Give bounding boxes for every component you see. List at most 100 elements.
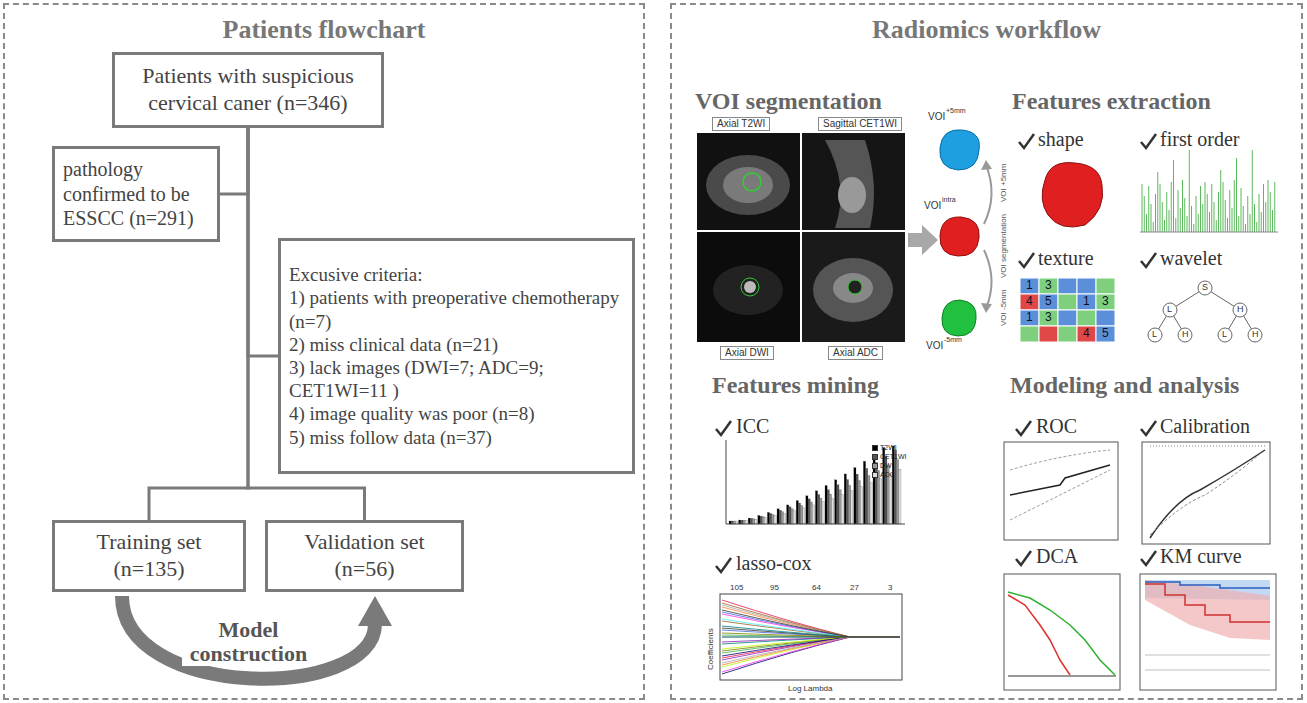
histogram-bar [1256, 222, 1257, 232]
bar [839, 490, 841, 524]
bar-chart [729, 446, 901, 524]
histogram-bar [1247, 196, 1248, 232]
box-text: Validation set (n=56) [276, 529, 453, 583]
bar [870, 483, 872, 524]
legend-swatch [872, 472, 878, 478]
histogram-bar [1261, 212, 1262, 232]
coefficient-path [722, 637, 900, 667]
histogram-bar [1270, 192, 1271, 232]
dca-curve [1008, 592, 1115, 675]
histogram-bar [1198, 214, 1199, 232]
bar [741, 520, 743, 524]
bar [801, 505, 803, 524]
legend-text: CET1WI [880, 453, 906, 461]
box-text: Excusive criteria: [289, 263, 624, 286]
histogram [1142, 150, 1275, 232]
histogram-bar [1207, 194, 1208, 232]
bar [818, 494, 820, 524]
coefficient-path [722, 637, 900, 638]
histogram-bar [1218, 192, 1219, 232]
item-label: wavelet [1160, 247, 1222, 270]
curved-arrow [984, 250, 992, 308]
bar [868, 476, 870, 524]
grid-cell [1058, 310, 1077, 326]
bar [784, 513, 786, 524]
small-label: 1 [1026, 311, 1033, 325]
bar [750, 518, 752, 524]
histogram-bar [1268, 180, 1269, 232]
coefficient-path [722, 612, 900, 637]
coefficient-path [722, 605, 900, 637]
coefficient-path [722, 637, 900, 663]
histogram-bar [1153, 222, 1154, 232]
histogram-bar [1166, 192, 1167, 232]
histogram-bar [1254, 204, 1255, 232]
histogram-bar [1245, 224, 1246, 232]
small-label: 4 [1026, 295, 1033, 309]
coefficient-path [722, 637, 900, 656]
histogram-bar [1187, 216, 1188, 232]
box-text: 5) miss follow data (n=37) [289, 426, 624, 449]
small-label: 105 [730, 583, 743, 592]
legend-swatch [872, 445, 878, 451]
histogram-bar [1142, 184, 1143, 232]
item-label: lasso-cox [736, 552, 812, 575]
histogram-bar [1265, 202, 1266, 232]
histogram-bar [1151, 204, 1152, 232]
legend-swatch [872, 454, 878, 460]
plot-frame [1004, 442, 1118, 540]
bar [743, 520, 745, 524]
histogram-bar [1259, 194, 1260, 232]
histogram-bar [1169, 210, 1170, 232]
histogram-bar [1236, 158, 1237, 232]
grid-cell [1058, 294, 1077, 310]
axis [726, 440, 905, 524]
bar [787, 505, 789, 524]
coefficient-path [722, 637, 900, 672]
histogram-bar [1178, 190, 1179, 232]
box-text: 2) miss clinical data (n=21) [289, 333, 624, 356]
section-heading: Features extraction [1012, 88, 1211, 116]
texture-grid [1020, 278, 1115, 342]
bar [827, 490, 829, 524]
legend-text: DWI [880, 462, 894, 470]
mri-detail [744, 281, 756, 293]
grid-cell [1096, 294, 1115, 310]
small-label: VOI +5mm [999, 164, 1008, 202]
box-text: 4) image quality was poor (n=8) [289, 402, 624, 425]
histogram-bar [1164, 220, 1165, 232]
process-arrow [908, 225, 938, 255]
bar [822, 502, 824, 524]
grid-cell [1077, 326, 1096, 342]
mri-detail [833, 273, 873, 303]
bar [841, 495, 843, 524]
histogram-bar [1200, 186, 1201, 232]
histogram-bar [1157, 172, 1158, 232]
histogram-bar [1234, 180, 1235, 232]
arrow-head [981, 303, 992, 313]
small-label: L [1222, 329, 1227, 339]
coefficient-path [722, 607, 900, 637]
bar [779, 510, 781, 524]
small-label: 95 [770, 583, 779, 592]
bar [899, 469, 901, 524]
mri-image [802, 232, 905, 342]
item-label: shape [1038, 128, 1084, 151]
box-text: 3) lack images (DWI=7; ADC=9; CET1WI=11 … [289, 356, 624, 402]
bar [894, 450, 896, 524]
zero-line [722, 637, 900, 638]
coefficient-path [722, 637, 900, 674]
histogram-bar [1193, 224, 1194, 232]
bar [889, 474, 891, 524]
bar [774, 516, 776, 524]
box-text: 1) patients with preoperative chemothera… [289, 286, 624, 332]
wavelet-tree [1148, 281, 1262, 342]
bar [796, 501, 798, 524]
bar [866, 468, 868, 524]
histogram-bar [1272, 210, 1273, 232]
coefficient-path [722, 610, 900, 637]
legend-text: T2WI [880, 444, 897, 452]
bar [760, 516, 762, 524]
bar [770, 513, 772, 524]
grid-cell [1039, 278, 1058, 294]
